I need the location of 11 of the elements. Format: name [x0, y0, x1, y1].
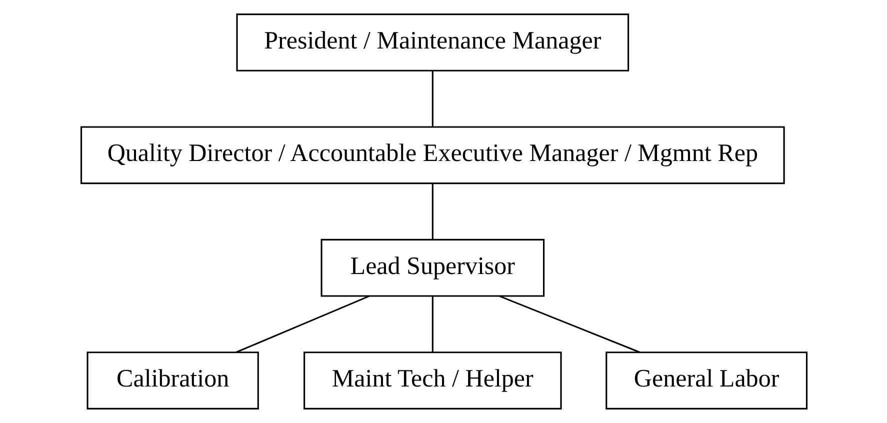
connector: [235, 295, 369, 353]
connector: [498, 295, 640, 353]
node-box: Maint Tech / Helper: [303, 352, 562, 410]
node-box: Lead Supervisor: [320, 238, 544, 297]
node-box: Quality Director / Accountable Executive Manager / Mgmnt Rep: [80, 126, 784, 184]
node-box: Calibration: [86, 352, 258, 410]
node-box: President / Maintenance Manager: [236, 14, 629, 72]
connector: [431, 296, 433, 352]
connector: [431, 71, 433, 127]
connector: [431, 184, 433, 240]
node-box: General Labor: [605, 352, 808, 410]
